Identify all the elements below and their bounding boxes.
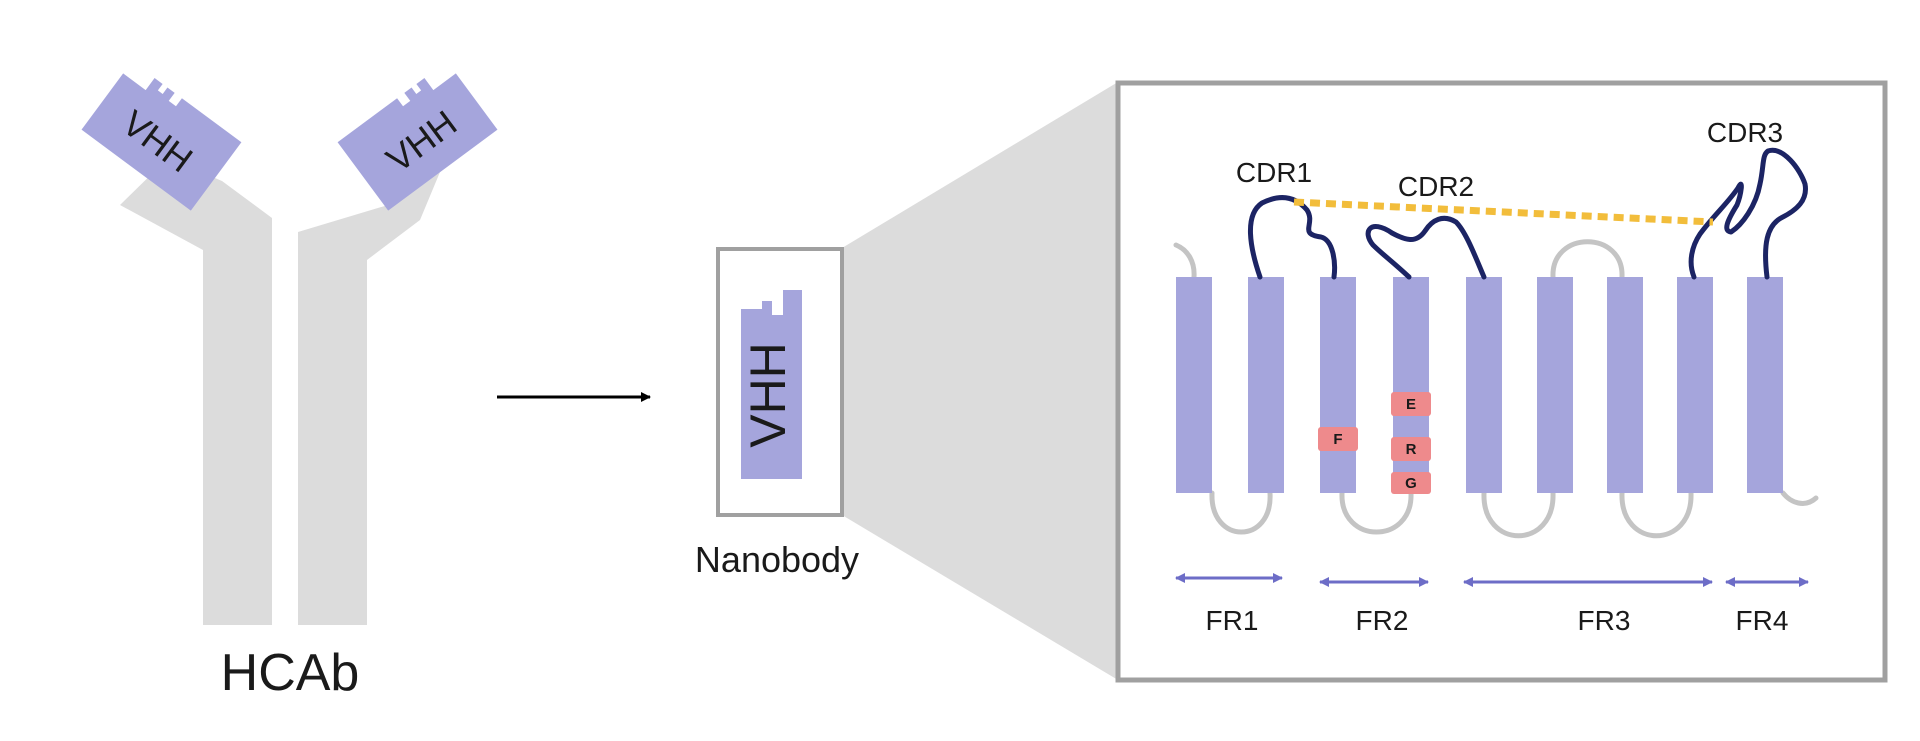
beta-strand-2 xyxy=(1248,277,1284,493)
beta-strand-3 xyxy=(1320,277,1356,493)
hcab-right-vhh-domain: VHH xyxy=(337,73,498,211)
framework-region-arrows xyxy=(1175,573,1809,587)
beta-strand-8 xyxy=(1677,277,1713,493)
nanobody-vhh-domain xyxy=(741,290,802,479)
beta-strand-5 xyxy=(1466,277,1502,493)
hcab-label: HCAb xyxy=(221,644,360,702)
zoom-wedge xyxy=(842,82,1118,680)
framework-loops xyxy=(1173,239,1819,539)
hallmark-residues: F E R G xyxy=(1318,392,1431,494)
residue-f: F xyxy=(1318,427,1358,451)
hcab-antibody: VHH VHH HCAb xyxy=(81,73,498,702)
cdr1-label: CDR1 xyxy=(1236,157,1312,188)
residue-r-label: R xyxy=(1406,441,1417,458)
beta-strand-6 xyxy=(1537,277,1573,493)
cdr3-loop xyxy=(1688,147,1808,280)
cdr2-label: CDR2 xyxy=(1398,171,1474,202)
residue-r: R xyxy=(1391,437,1431,461)
c-terminus-tail xyxy=(1780,490,1819,506)
cdr1-loop xyxy=(1248,195,1338,280)
residue-g: G xyxy=(1391,472,1431,494)
residue-g-label: G xyxy=(1405,475,1417,492)
loop-b7-b8 xyxy=(1619,490,1694,539)
n-terminus-tail xyxy=(1173,242,1197,280)
cdr-loops xyxy=(1248,147,1808,280)
loop-b1-b2 xyxy=(1209,490,1273,535)
nanobody-vhh-label: VHH xyxy=(740,342,796,448)
fr1-label: FR1 xyxy=(1206,605,1259,636)
hcab-right-constant-chain xyxy=(298,160,445,625)
disulfide-bond xyxy=(1293,198,1714,226)
beta-strand-7 xyxy=(1607,277,1643,493)
residue-e-label: E xyxy=(1406,396,1416,413)
loop-b3-b4 xyxy=(1339,490,1414,535)
loop-b5-b6 xyxy=(1481,490,1556,539)
fr2-label: FR2 xyxy=(1356,605,1409,636)
nanobody-label: Nanobody xyxy=(695,539,859,580)
beta-strand-1 xyxy=(1176,277,1212,493)
fr4-label: FR4 xyxy=(1736,605,1789,636)
beta-strand-9 xyxy=(1747,277,1783,493)
fr3-label: FR3 xyxy=(1578,605,1631,636)
loop-b6-b7 xyxy=(1550,239,1625,280)
residue-f-label: F xyxy=(1333,431,1342,448)
vhh-structure-panel: CDR1 CDR2 CDR3 F E R G xyxy=(1115,80,1888,683)
residue-e: E xyxy=(1391,392,1431,416)
cdr2-loop xyxy=(1365,215,1487,280)
beta-strands xyxy=(1176,277,1783,493)
nanobody: VHH Nanobody xyxy=(695,247,859,580)
hcab-left-constant-chain xyxy=(120,158,272,625)
cdr3-label: CDR3 xyxy=(1707,117,1783,148)
